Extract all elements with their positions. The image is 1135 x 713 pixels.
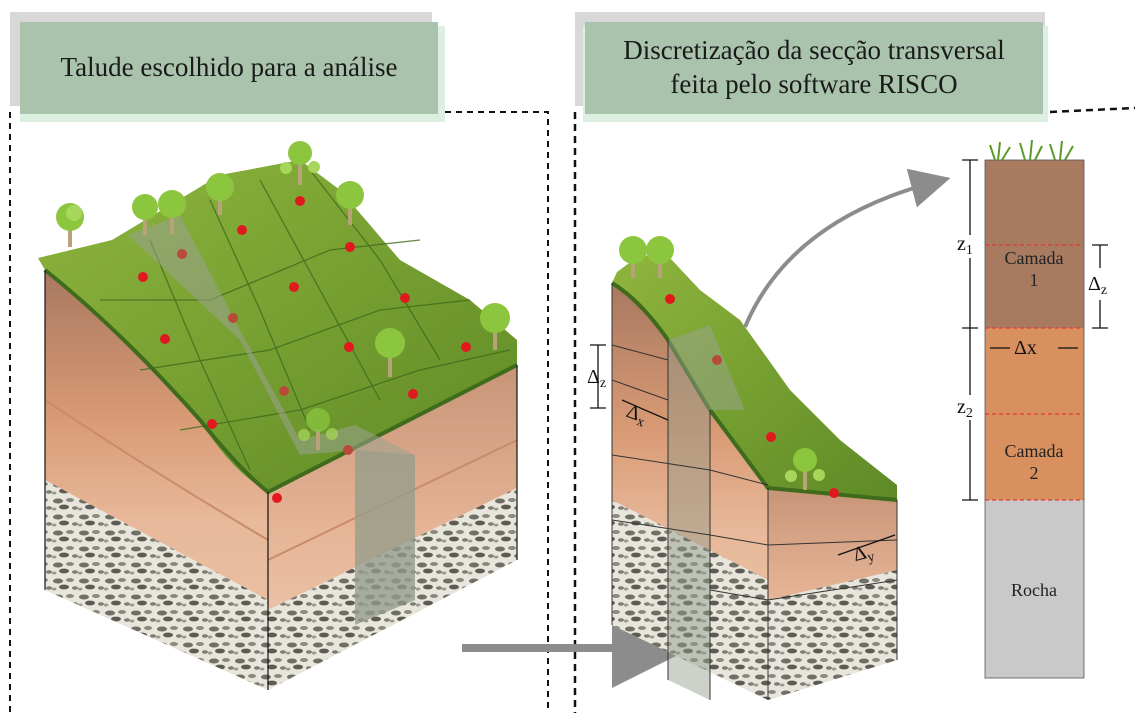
layer1-label-line1: Camada [1005,248,1064,268]
soil-column [962,139,1108,679]
layer1-label-line2: 1 [1030,270,1039,290]
column-dx-label: Δx [1014,337,1037,359]
column-dz-label: Δz [1088,273,1107,298]
slope-slice-right [590,255,898,700]
point-markers-right [665,294,839,498]
right-panel-frame [573,106,1135,713]
layer2-label-line2: 2 [1030,463,1039,483]
slice-dz-label: Δz [587,366,606,391]
right-panel-title-line1: Discretização da secção transversal [623,35,1005,66]
zoom-arrow [743,168,951,328]
column-z2-label: z2 [957,396,973,421]
right-title-box: Discretização da secção transversal feit… [575,12,1050,124]
layer2-label-line1: Camada [1005,441,1064,461]
left-panel-title: Talude escolhido para a análise [60,52,398,83]
left-panel-frame [9,111,549,713]
left-title-box: Talude escolhido para a análise [10,12,445,124]
tree-icons-left [56,141,510,450]
point-markers-left [138,196,471,503]
column-z1-label: z1 [957,233,973,258]
slope-block-left [38,160,518,690]
tree-icons-right [619,236,825,490]
right-panel-title-line2: feita pelo software RISCO [670,69,958,99]
rock-label: Rocha [1011,580,1057,600]
